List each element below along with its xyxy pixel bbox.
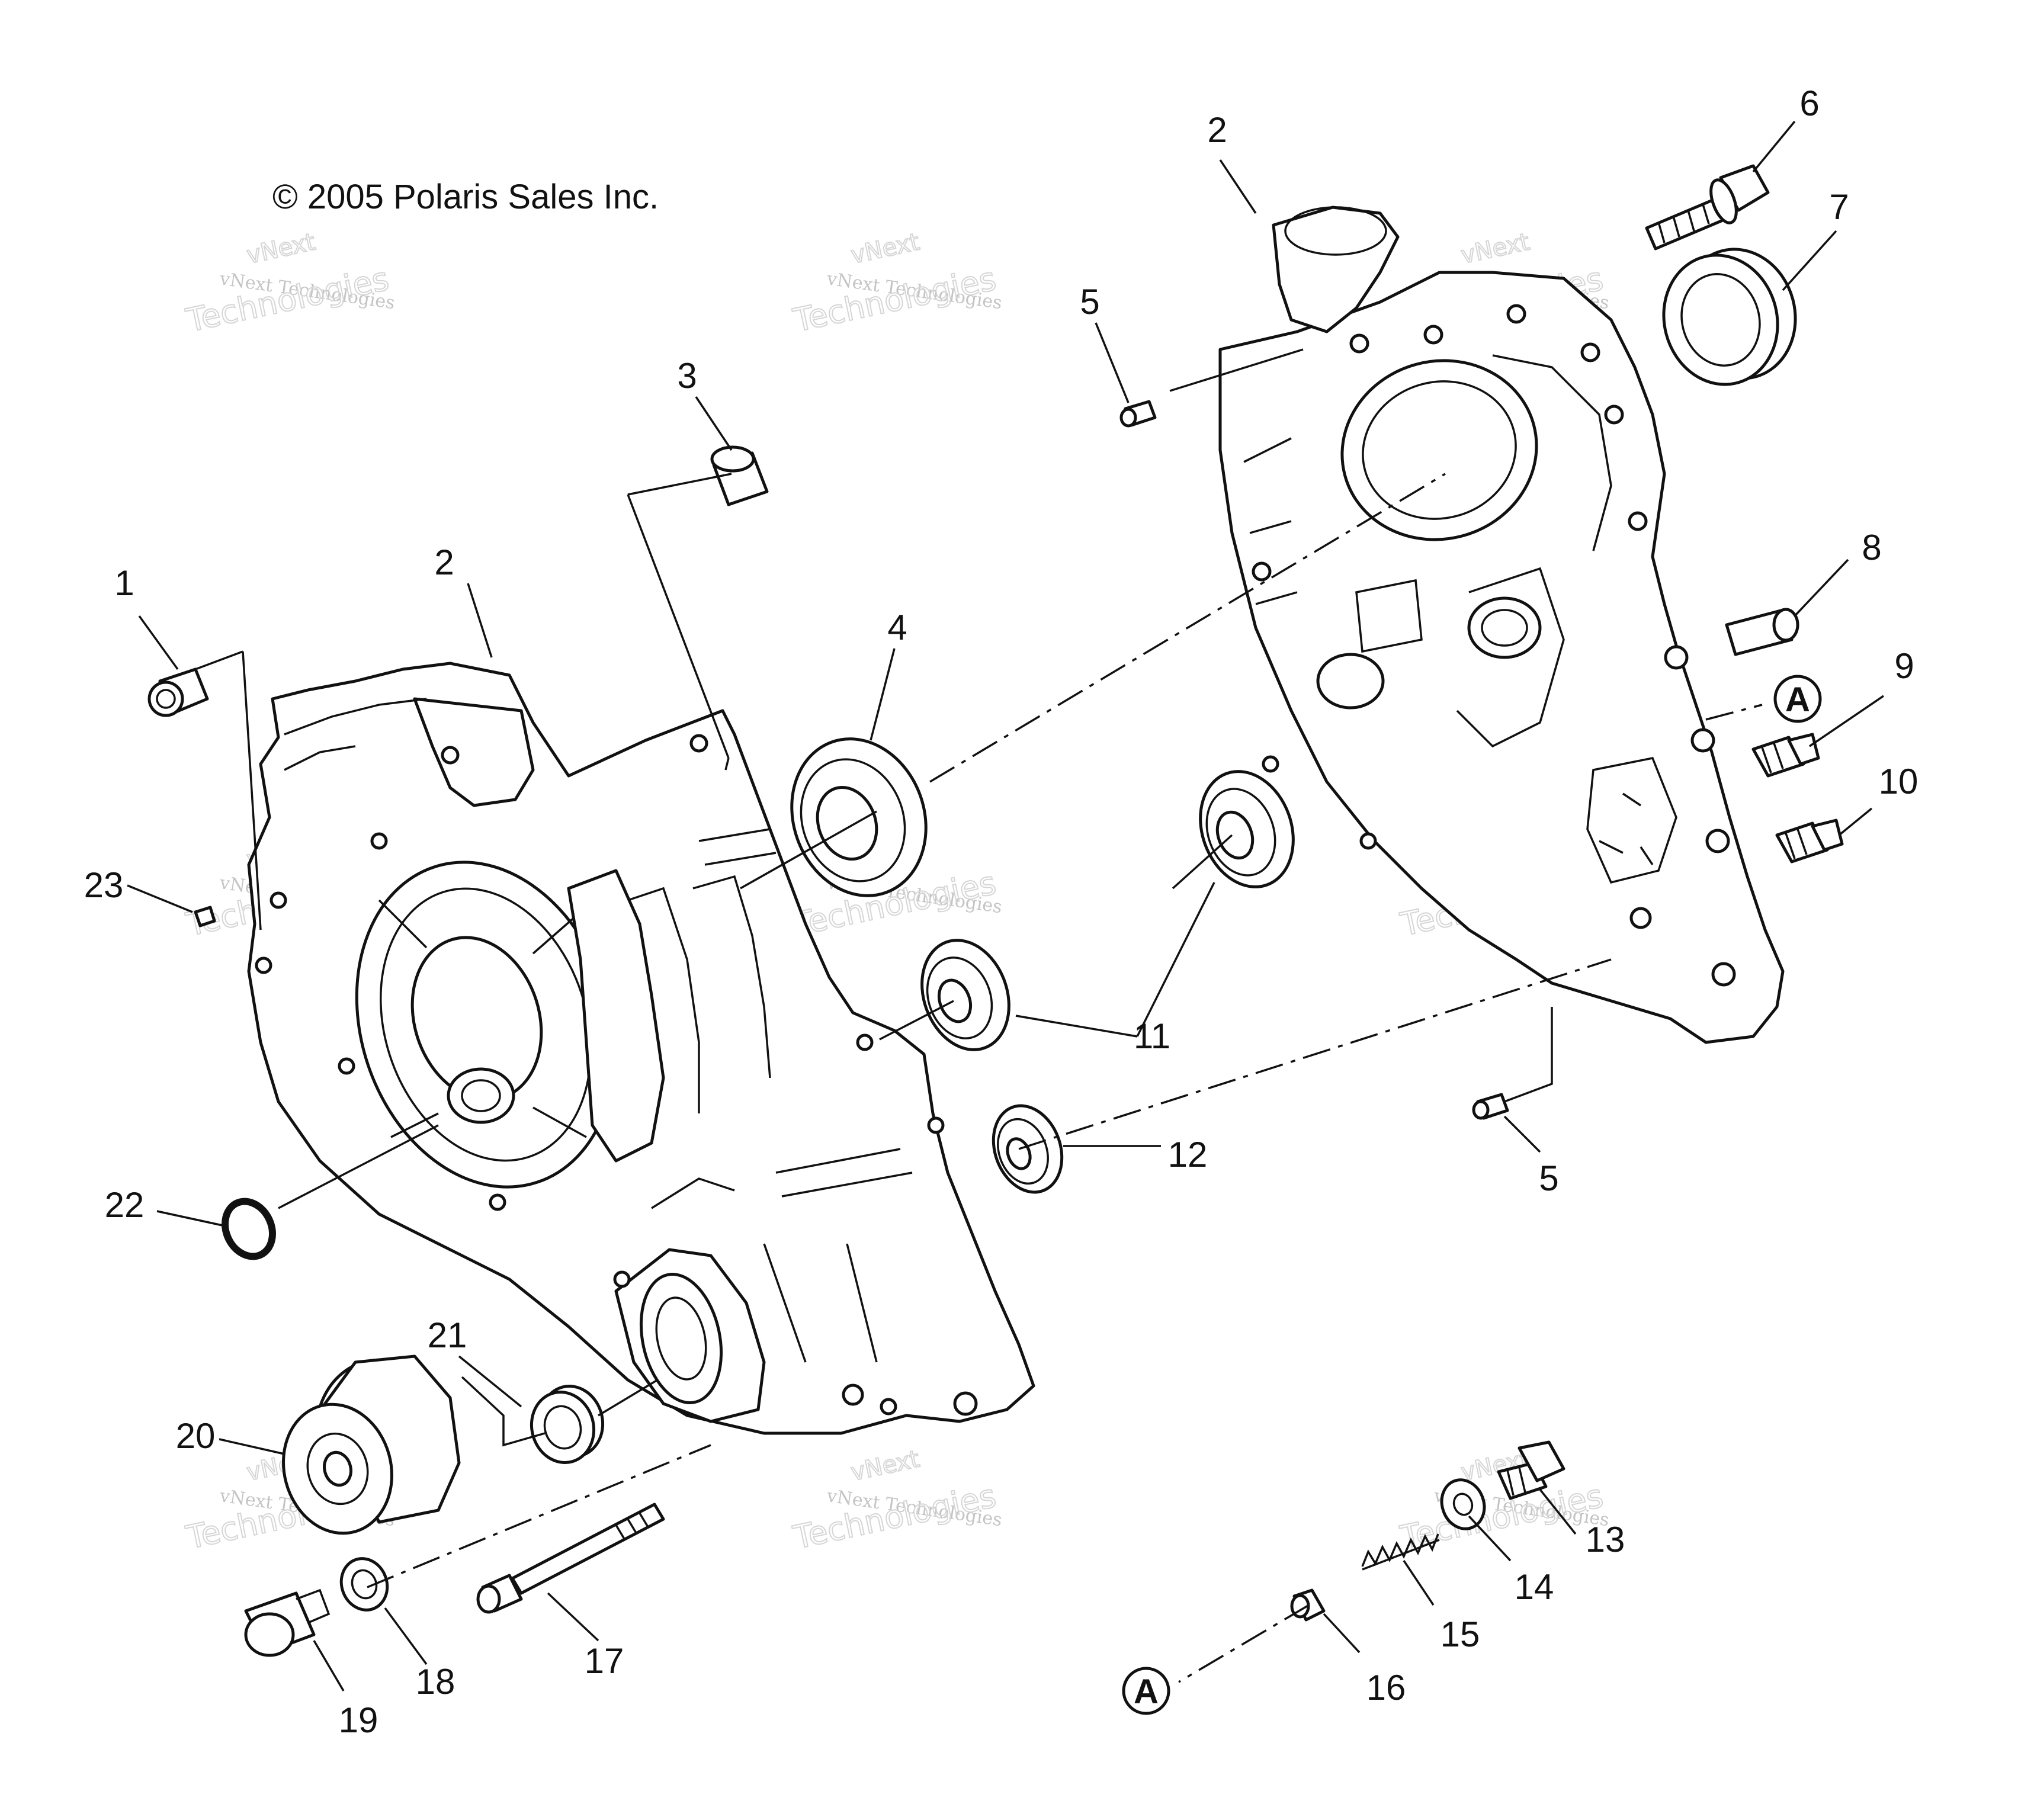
part-17-long-bolt bbox=[476, 1503, 665, 1614]
label-part-9: 9 bbox=[1894, 646, 1914, 686]
part-15-spring bbox=[1361, 1533, 1440, 1571]
part-5-dowel-pin-bottom bbox=[1472, 1093, 1509, 1120]
left-crankcase-half bbox=[247, 662, 1035, 1435]
part-12-bearing bbox=[992, 1104, 1064, 1194]
alignment-lines bbox=[195, 348, 1763, 1683]
label-part-3: 3 bbox=[677, 356, 697, 396]
callout-a-text: A bbox=[1785, 681, 1810, 719]
label-part-18: 18 bbox=[416, 1662, 455, 1702]
label-part-5-bottom: 5 bbox=[1539, 1158, 1558, 1198]
label-part-8: 8 bbox=[1862, 528, 1881, 567]
label-part-6: 6 bbox=[1799, 84, 1819, 123]
label-part-11: 11 bbox=[1134, 1016, 1170, 1056]
part-14-washer bbox=[1440, 1478, 1486, 1530]
label-part-12: 12 bbox=[1168, 1135, 1208, 1174]
watermark-mark: Technologies bbox=[790, 1477, 999, 1556]
part-10-fitting bbox=[1775, 818, 1844, 864]
label-part-7: 7 bbox=[1829, 187, 1849, 227]
watermark-mark: vNext bbox=[849, 1445, 922, 1486]
part-22-o-ring bbox=[222, 1198, 276, 1260]
part-11-bearing-upper bbox=[1199, 770, 1295, 888]
label-part-5-top: 5 bbox=[1080, 282, 1099, 322]
part-6-bolt bbox=[1645, 164, 1770, 251]
part-9-fitting bbox=[1751, 733, 1820, 778]
label-part-22: 22 bbox=[105, 1185, 145, 1225]
label-part-20: 20 bbox=[176, 1416, 216, 1456]
callout-a-bottom: A bbox=[1122, 1667, 1170, 1715]
part-1-bushing bbox=[147, 667, 209, 717]
watermark-mark: vNext bbox=[1459, 228, 1532, 269]
label-part-15: 15 bbox=[1441, 1614, 1480, 1654]
part-3-bushing bbox=[710, 445, 769, 506]
copyright-text: © 2005 Polaris Sales Inc. bbox=[272, 178, 659, 216]
part-7-oil-seal bbox=[1662, 248, 1797, 386]
watermark-mark: vNext bbox=[849, 228, 922, 269]
leader-lines bbox=[127, 120, 1884, 1691]
callout-a-text: A bbox=[1134, 1673, 1159, 1711]
part-8-bushing bbox=[1725, 608, 1799, 656]
part-labels: 1 2 2 3 4 5 5 6 7 8 9 10 11 12 13 14 15 … bbox=[84, 84, 1918, 1740]
part-18-washer bbox=[339, 1557, 389, 1612]
label-part-17: 17 bbox=[585, 1641, 624, 1681]
label-part-19: 19 bbox=[339, 1700, 378, 1740]
label-part-2-right: 2 bbox=[1207, 110, 1227, 150]
part-5-dowel-pin-top bbox=[1119, 400, 1157, 428]
part-11-bearing-lower bbox=[920, 939, 1010, 1051]
label-part-1: 1 bbox=[114, 563, 134, 603]
watermark-mark: vNext bbox=[245, 228, 318, 269]
watermark-mark: Technologies bbox=[183, 260, 392, 339]
label-part-23: 23 bbox=[84, 865, 124, 905]
watermark-mark: Technologies bbox=[790, 260, 999, 339]
part-21-seal bbox=[530, 1385, 605, 1464]
label-part-4: 4 bbox=[887, 608, 907, 647]
label-part-13: 13 bbox=[1586, 1520, 1625, 1559]
label-part-21: 21 bbox=[428, 1315, 467, 1355]
label-part-16: 16 bbox=[1366, 1668, 1406, 1707]
part-13-bolt bbox=[1497, 1440, 1565, 1500]
label-part-10: 10 bbox=[1879, 762, 1918, 801]
label-part-2-left: 2 bbox=[434, 543, 454, 582]
callout-a-top: A bbox=[1773, 675, 1822, 723]
part-4-bearing bbox=[790, 737, 928, 897]
label-part-14: 14 bbox=[1515, 1567, 1554, 1607]
part-20-cover bbox=[282, 1354, 461, 1535]
part-23-pin bbox=[194, 906, 216, 927]
part-19-drain-plug bbox=[244, 1588, 331, 1657]
right-crankcase-half bbox=[1218, 206, 1785, 1044]
